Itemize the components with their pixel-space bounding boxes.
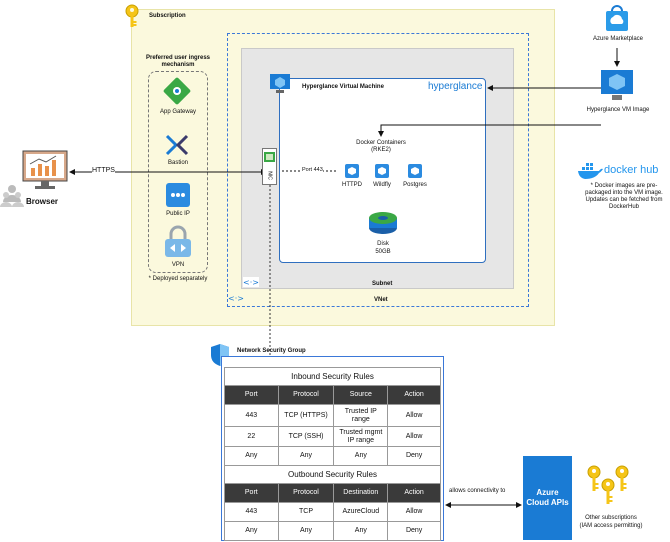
httpd-container-icon	[345, 164, 359, 178]
vpn-icon	[165, 225, 191, 257]
other-subs-line1: Other subscriptions	[585, 515, 637, 521]
outbound-cell: AzureCloud	[333, 502, 389, 522]
outbound-cell: Allow	[387, 502, 441, 522]
inbound-header: Source	[333, 385, 389, 405]
nsg-label: Network Security Group	[237, 348, 306, 354]
inbound-cell: 443	[224, 404, 279, 427]
docker-rke2-label: (RKE2)	[371, 147, 391, 153]
svg-text:<·>: <·>	[243, 278, 259, 287]
bastion-label: Bastion	[167, 160, 188, 166]
inbound-cell: 22	[224, 426, 279, 447]
disk-icon	[369, 212, 397, 234]
inbound-cell: Any	[224, 446, 279, 466]
outbound-header: Destination	[333, 483, 389, 503]
inbound-cell: Trusted IP range	[333, 404, 389, 427]
inbound-title: Inbound Security Rules	[224, 367, 441, 386]
bastion-icon	[165, 134, 189, 156]
inbound-cell: TCP (SSH)	[277, 426, 335, 447]
inbound-header: Port	[224, 385, 279, 405]
svg-text:<·>: <·>	[228, 294, 244, 303]
outbound-header: Port	[224, 483, 279, 503]
dockerhub-note-1: * Docker images are pre-	[590, 183, 658, 189]
outbound-cell: Any	[333, 521, 389, 541]
inbound-cell: Any	[333, 446, 389, 466]
public-ip-label: Public IP	[166, 211, 190, 217]
vm-image-icon	[601, 70, 633, 100]
nic-label: NIC	[266, 171, 273, 180]
vpn-label: VPN	[171, 262, 185, 268]
outbound-cell: Deny	[387, 521, 441, 541]
nsg-rules-table: Inbound Security Rules Port Protocol Sou…	[224, 367, 441, 541]
app-gateway-label: App Gateway	[159, 109, 197, 115]
inbound-cell: Allow	[387, 426, 441, 447]
outbound-cell: TCP	[277, 502, 335, 522]
azure-cloud-apis-box: Azure Cloud APIs	[523, 456, 572, 540]
https-label: HTTPS	[92, 167, 115, 174]
ingress-title-line1: Preferred user ingress	[145, 55, 211, 61]
outbound-cell: Any	[277, 521, 335, 541]
dockerhub-note-3: Updates can be fetched from	[585, 197, 663, 203]
vnet-icon: <·>	[228, 293, 244, 303]
port-label: Port 443	[302, 167, 323, 174]
inbound-header: Action	[387, 385, 441, 405]
app-gateway-icon	[163, 77, 191, 105]
docker-whale-icon	[578, 163, 603, 179]
disk-label: Disk	[377, 241, 389, 247]
dockerhub-note-2: packaged into the VM image.	[585, 190, 663, 196]
browser-monitor-icon	[22, 150, 68, 189]
public-ip-icon	[166, 183, 190, 207]
deployed-note: * Deployed separately	[148, 276, 208, 282]
inbound-header: Protocol	[277, 385, 335, 405]
marketplace-icon	[606, 5, 628, 31]
vm-title: Hyperglance Virtual Machine	[302, 84, 384, 90]
subscription-label: Subscription	[149, 13, 186, 19]
vnet-label: VNet	[374, 297, 388, 303]
subnet-icon: <·>	[243, 277, 259, 287]
container-label-httpd: HTTPD	[342, 182, 362, 188]
outbound-cell: Any	[224, 521, 279, 541]
dockerhub-connector	[378, 124, 601, 137]
azure-apis-line1: Azure	[536, 488, 559, 497]
marketplace-label: Azure Marketplace	[592, 36, 644, 42]
container-label-wildfly: Wildfly	[373, 182, 391, 188]
nic-box	[262, 148, 277, 185]
dockerhub-brand: docker hub	[604, 164, 659, 176]
outbound-header: Action	[387, 483, 441, 503]
users-icon	[0, 185, 24, 207]
container-label-postgres: Postgres	[403, 182, 427, 188]
docker-containers-label: Docker Containers	[356, 140, 406, 146]
hyperglance-brand: hyperglance	[428, 81, 483, 92]
subscription-key-icon	[125, 4, 139, 27]
outbound-header: Protocol	[277, 483, 335, 503]
inbound-cell: TCP (HTTPS)	[277, 404, 335, 427]
nic-icon	[264, 152, 275, 162]
inbound-cell: Any	[277, 446, 335, 466]
ingress-title-line2: mechanism	[161, 62, 195, 68]
dockerhub-note-4: DockerHub	[608, 204, 639, 210]
connectivity-label: allows connectivity to	[449, 488, 506, 494]
inbound-cell: Deny	[387, 446, 441, 466]
outbound-title: Outbound Security Rules	[224, 465, 441, 484]
wildfly-container-icon	[375, 164, 389, 178]
vm-image-label: Hyperglance VM Image	[586, 107, 650, 113]
other-subs-line2: (IAM access permitting)	[579, 523, 643, 529]
outbound-cell: 443	[224, 502, 279, 522]
inbound-cell: Trusted mgmt IP range	[333, 426, 389, 447]
azure-apis-line2: Cloud APIs	[526, 498, 569, 507]
disk-size: 50GB	[375, 249, 391, 255]
postgres-container-icon	[408, 164, 422, 178]
browser-label: Browser	[26, 197, 59, 206]
vm-icon	[270, 74, 290, 93]
subnet-label: Subnet	[372, 281, 393, 287]
inbound-cell: Allow	[387, 404, 441, 427]
subscription-keys-icon	[587, 465, 629, 504]
